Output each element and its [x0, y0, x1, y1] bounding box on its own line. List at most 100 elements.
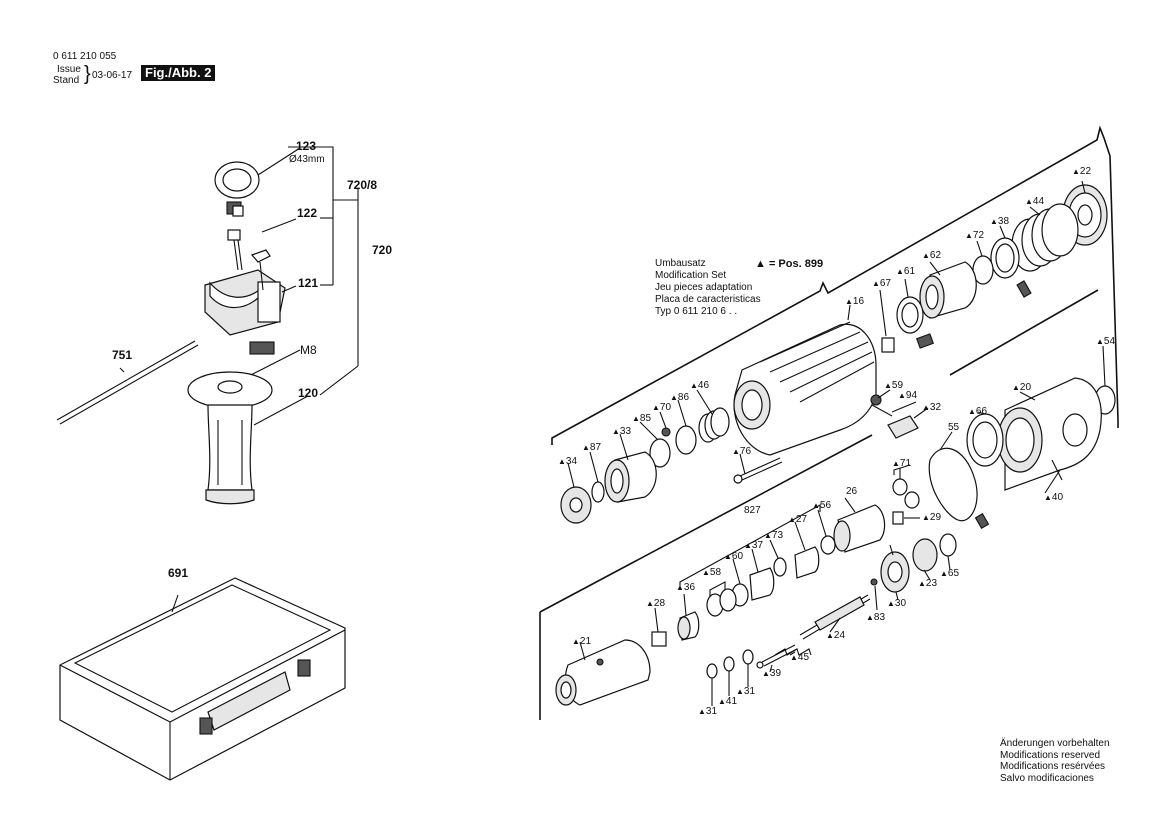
callout-30: ▲30 — [887, 598, 906, 609]
issue-label: Issue — [57, 64, 81, 75]
callout-number: 87 — [589, 442, 602, 453]
spring-44 — [1011, 203, 1079, 298]
callout-number: 40 — [1051, 492, 1064, 503]
triangle-icon: ▲ — [632, 414, 640, 423]
ball-83 — [870, 578, 878, 586]
triangle-icon: ▲ — [646, 599, 654, 608]
callout-33: ▲33 — [612, 426, 631, 437]
tool-holder-21 — [555, 639, 651, 706]
label-123-diameter: Ø43mm — [289, 154, 325, 165]
carrying-case-691 — [59, 577, 346, 781]
callout-58: ▲58 — [702, 567, 721, 578]
triangle-icon: ▲ — [898, 391, 906, 400]
callout-27: ▲27 — [788, 514, 807, 525]
callout-number: 41 — [725, 696, 738, 707]
callout-22: ▲22 — [1072, 166, 1091, 177]
triangle-icon: ▲ — [872, 279, 880, 288]
triangle-icon: ▲ — [762, 669, 770, 678]
sleeve-37 — [749, 567, 775, 601]
callout-number: 76 — [739, 446, 752, 457]
triangle-icon: ▲ — [965, 231, 973, 240]
screw-122 — [227, 229, 243, 271]
bushing-67 — [881, 337, 895, 353]
footer-line-1: Änderungen vorbehalten — [1000, 738, 1110, 749]
callout-31: ▲31 — [736, 686, 755, 697]
footer-line-2: Modifications reserved — [1000, 749, 1101, 761]
triangle-icon: ▲ — [884, 381, 892, 390]
label-751: 751 — [112, 348, 133, 362]
callout-85: ▲85 — [632, 413, 651, 424]
callout-number: 37 — [751, 540, 764, 551]
callout-number: 70 — [659, 402, 672, 413]
callout-number: 73 — [771, 530, 784, 541]
callout-number: 24 — [833, 630, 846, 641]
callout-55: 55 — [948, 422, 959, 433]
callout-number: 86 — [677, 392, 690, 403]
depth-stop-rod-751 — [56, 340, 199, 425]
callout-number: 20 — [1019, 382, 1032, 393]
callout-number: 61 — [903, 266, 916, 277]
callout-number: 46 — [697, 380, 710, 391]
ring-73 — [773, 557, 787, 577]
loop-55 — [928, 447, 978, 522]
callout-number: 44 — [1032, 196, 1045, 207]
callout-26: 26 — [846, 486, 857, 497]
callout-23: ▲23 — [918, 578, 937, 589]
mod-line-4: Placa de caracteristicas — [655, 294, 761, 305]
gear-housing-20 — [997, 377, 1102, 491]
callout-number: 827 — [744, 505, 761, 516]
callout-70: ▲70 — [652, 402, 671, 413]
crank-30 — [880, 544, 910, 593]
callout-number: 66 — [975, 406, 988, 417]
bracket-glyph: } — [84, 63, 91, 85]
mod-line-3: Jeu pieces adaptation — [655, 282, 753, 293]
callout-29: ▲29 — [922, 512, 941, 523]
callout-number: 56 — [819, 500, 832, 511]
footer-line-4: Salvo modificaciones — [1000, 772, 1094, 784]
document-number: 0 611 210 055 — [53, 51, 117, 62]
callout-54: ▲54 — [1096, 336, 1115, 347]
triangle-icon: ▲ — [922, 251, 930, 260]
callout-number: 23 — [925, 578, 938, 589]
callout-number: 30 — [894, 598, 907, 609]
issue-date: 03-06-17 — [92, 70, 133, 81]
triangle-icon: ▲ — [690, 381, 698, 390]
triangle-icon: ▲ — [1044, 493, 1052, 502]
triangle-icon: ▲ — [788, 515, 796, 524]
ring-58b — [719, 588, 737, 612]
mod-line-2: Modification Set — [655, 270, 727, 281]
triangle-icon: ▲ — [1012, 383, 1020, 392]
ring-56 — [820, 535, 836, 555]
label-M8: M8 — [300, 343, 317, 357]
callout-46: ▲46 — [690, 380, 709, 391]
callout-number: 58 — [709, 567, 722, 578]
bushing-28 — [651, 631, 667, 647]
triangle-icon: ▲ — [968, 407, 976, 416]
triangle-icon: ▲ — [612, 427, 620, 436]
callout-number: 28 — [653, 598, 666, 609]
label-122: 122 — [297, 206, 318, 220]
callout-94: ▲94 — [898, 390, 917, 401]
triangle-icon: ▲ — [702, 568, 710, 577]
modification-set-note: Umbausatz Modification Set Jeu pieces ad… — [655, 258, 823, 318]
callout-number: 62 — [929, 250, 942, 261]
callout-73: ▲73 — [764, 530, 783, 541]
spring-46 — [698, 407, 730, 443]
switch-32 — [887, 415, 919, 439]
callout-36: ▲36 — [676, 582, 695, 593]
callout-71: ▲71 — [892, 458, 911, 469]
callout-number: 26 — [846, 486, 858, 497]
callout-number: 60 — [731, 551, 744, 562]
callout-65: ▲65 — [940, 568, 959, 579]
bearing-62 — [919, 261, 977, 319]
callout-number: 94 — [905, 390, 918, 401]
mod-line-1: Umbausatz — [655, 258, 706, 269]
label-720-8: 720/8 — [347, 178, 378, 192]
screw-76 — [733, 474, 743, 484]
callout-31: ▲31 — [698, 706, 717, 717]
callout-number: 67 — [879, 278, 892, 289]
label-121: 121 — [298, 276, 319, 290]
footer-note: Änderungen vorbehalten Modifications res… — [1000, 738, 1110, 784]
